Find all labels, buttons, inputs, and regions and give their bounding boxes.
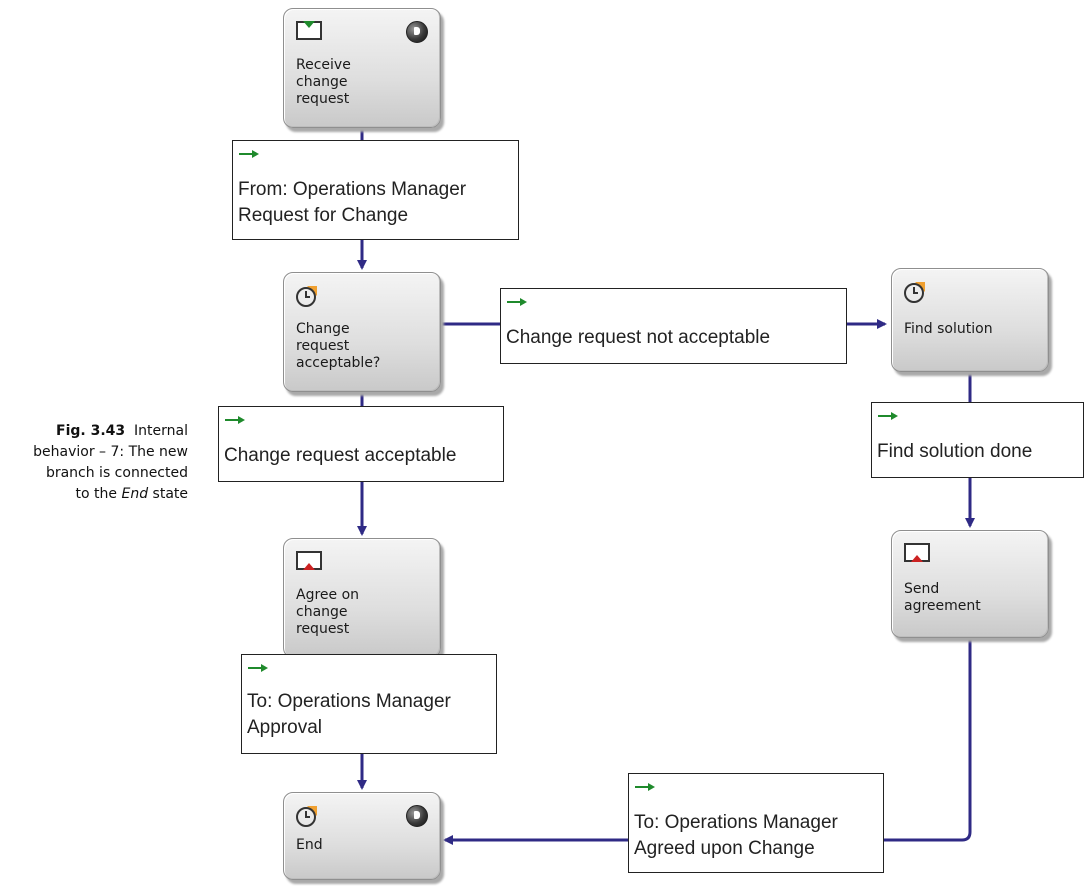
state-agree-on-change-request[interactable]: Agree on change request [283,538,441,658]
connector-send-to-end [443,638,972,845]
transition-change-request-acceptable[interactable]: Change request acceptable [218,406,504,482]
transition-text: Find solution done [877,441,1033,462]
end-state-icon [406,805,428,827]
state-change-request-acceptable[interactable]: Change request acceptable? [283,272,441,392]
state-label: Agree on change request [296,587,360,637]
transition-text: Change request not acceptable [506,327,771,348]
transition-change-request-not-acceptable[interactable]: Change request not acceptable [500,288,847,364]
transition-from-operations-manager[interactable]: From: Operations Manager Request for Cha… [232,140,519,240]
transition-text: To: Operations Manager Agreed upon Chang… [634,812,838,859]
state-label: Find solution [904,321,993,337]
caption-end-word: End [121,486,149,502]
clock-icon [904,282,925,303]
transition-text: Change request acceptable [224,445,457,466]
figure-label: Fig. 3.43 [56,423,126,439]
state-label: End [296,837,323,853]
transition-find-solution-done[interactable]: Find solution done [871,402,1084,478]
state-find-solution[interactable]: Find solution [891,268,1049,372]
transition-arrow-icon [878,412,898,420]
receive-message-icon [296,21,322,40]
transition-arrow-icon [225,416,245,424]
transition-text: To: Operations Manager Approval [247,691,451,738]
transition-to-operations-manager-approval[interactable]: To: Operations Manager Approval [241,654,497,754]
send-message-icon [296,551,322,570]
state-receive-change-request[interactable]: Receive change request [283,8,441,128]
caption-line-2: behavior – 7: The new [33,444,188,460]
figure-caption: Fig. 3.43 Internal behavior – 7: The new… [0,421,188,505]
caption-line-3: branch is connected [45,465,188,481]
transition-arrow-icon [635,783,655,791]
transition-arrow-icon [507,298,527,306]
caption-line-1: Internal [134,423,188,439]
state-label: Change request acceptable? [296,321,381,371]
transition-text: From: Operations Manager Request for Cha… [238,179,467,226]
state-send-agreement[interactable]: Send agreement [891,530,1049,638]
transition-to-operations-manager-agreed[interactable]: To: Operations Manager Agreed upon Chang… [628,773,884,873]
send-message-icon [904,543,930,562]
state-end[interactable]: End [283,792,441,880]
clock-icon [296,806,317,827]
caption-line-4-suffix: state [152,486,188,502]
transition-arrow-icon [248,664,268,672]
start-state-icon [406,21,428,43]
state-label: Send agreement [904,581,981,614]
transition-arrow-icon [239,150,259,158]
clock-icon [296,286,317,307]
state-label: Receive change request [296,57,351,107]
caption-line-4-prefix: to the [75,486,118,502]
